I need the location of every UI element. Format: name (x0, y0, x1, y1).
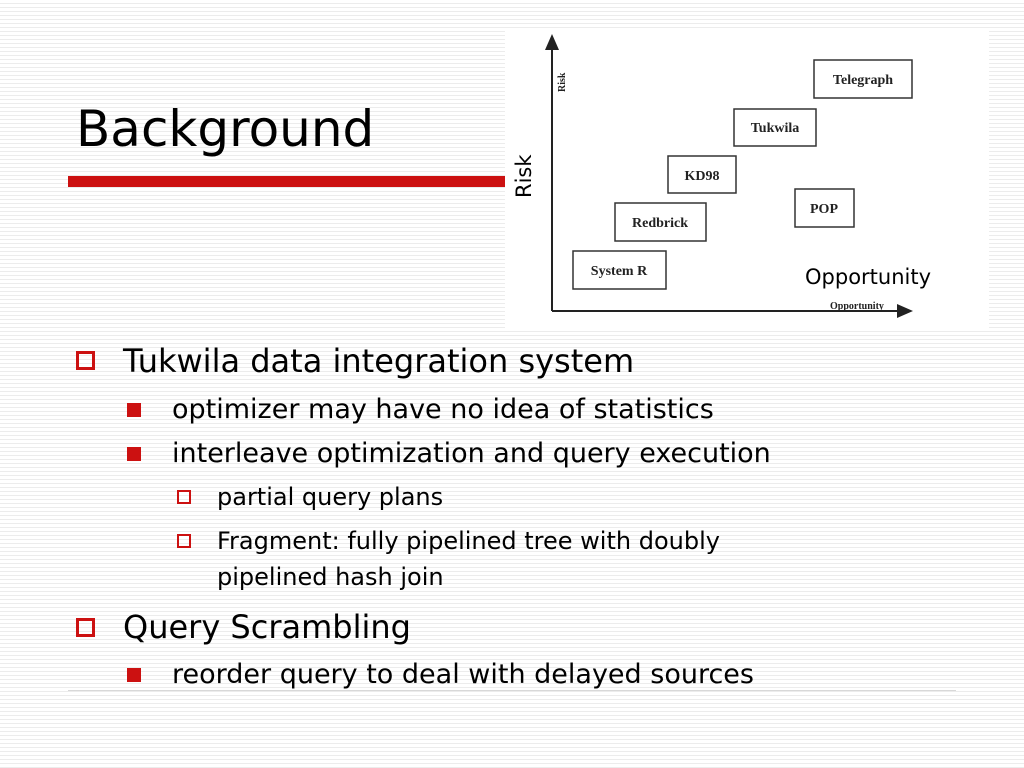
box-tukwila-label: Tukwila (751, 121, 800, 136)
figure-risk-axis-label: Risk (557, 72, 568, 92)
slide-title: Background (76, 100, 375, 158)
risk-overlay-label: Risk (512, 154, 536, 198)
box-redbrick: Redbrick (614, 202, 707, 242)
bullet-marker-hollow-square (177, 490, 191, 504)
figure-opportunity-axis-label: Opportunity (830, 301, 884, 312)
box-pop-label: POP (810, 202, 838, 217)
x-axis-arrow (897, 304, 913, 318)
bullet-marker-hollow-square (177, 534, 191, 548)
figure-svg: Risk Opportunity Telegraph Tukwila KD98 … (545, 34, 913, 318)
box-kd98-label: KD98 (685, 169, 720, 184)
box-telegraph-label: Telegraph (833, 73, 893, 88)
box-telegraph: Telegraph (813, 59, 913, 99)
bullet-level1-query-scrambling: Query Scrambling (123, 608, 411, 646)
footer-divider (68, 690, 956, 691)
bullet-marker-solid-square (127, 447, 141, 461)
bullet-marker-hollow-square (76, 618, 95, 637)
risk-opportunity-figure: Risk Opportunity Telegraph Tukwila KD98 … (505, 28, 989, 330)
title-underline-bar (68, 176, 508, 187)
box-tukwila: Tukwila (733, 108, 817, 147)
box-pop: POP (794, 188, 855, 228)
y-axis-arrow (545, 34, 559, 50)
bullet-level1-tukwila: Tukwila data integration system (123, 342, 635, 380)
bullet-level2-interleave: interleave optimization and query execut… (172, 438, 771, 469)
bullet-level3-fragment: Fragment: fully pipelined tree with doub… (217, 527, 720, 555)
bullet-level2-optimizer: optimizer may have no idea of statistics (172, 394, 714, 425)
bullet-level2-reorder: reorder query to deal with delayed sourc… (172, 659, 754, 690)
bullet-marker-hollow-square (76, 351, 95, 370)
bullet-level3-fragment-continuation: pipelined hash join (217, 563, 444, 591)
box-kd98: KD98 (667, 155, 737, 194)
box-redbrick-label: Redbrick (632, 216, 688, 231)
opportunity-overlay-label: Opportunity (805, 265, 932, 289)
bullet-marker-solid-square (127, 403, 141, 417)
box-system-r-label: System R (591, 264, 648, 279)
bullet-marker-solid-square (127, 668, 141, 682)
bullet-level3-partial-plans: partial query plans (217, 483, 444, 511)
box-system-r: System R (572, 250, 667, 290)
